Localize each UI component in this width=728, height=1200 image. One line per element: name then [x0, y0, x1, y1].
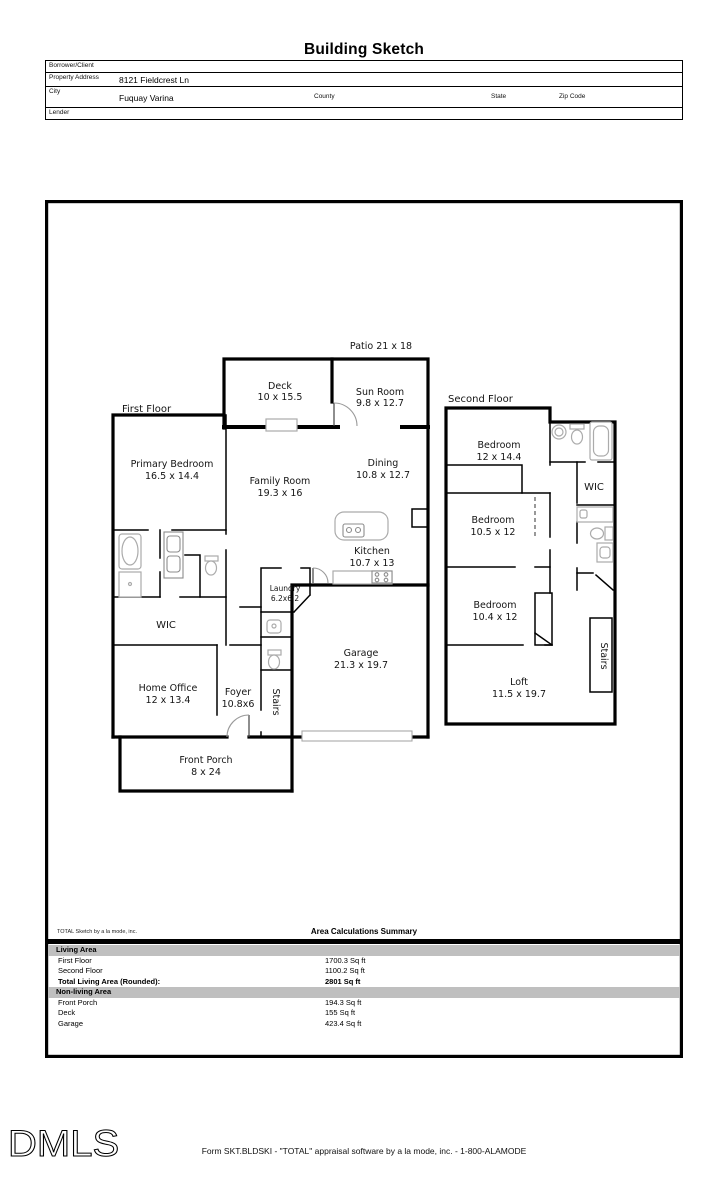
dmls-logo: DMLS [7, 1123, 120, 1165]
first-floor-label: First Floor [122, 404, 172, 415]
powder-toilet-icon [267, 649, 282, 656]
second-floor-walls [444, 406, 617, 726]
page-title: Building Sketch [303, 41, 425, 58]
nonliving-area-header: Non-living Area [48, 987, 680, 998]
first-floor-doors [226, 402, 358, 738]
deck-dims: 10 x 15.5 [258, 392, 303, 403]
summary-row-second-floor: Second Floor 1100.2 Sq ft [48, 966, 680, 977]
family-room-name: Family Room [250, 476, 311, 487]
bedroom-upper-name: Bedroom [478, 440, 521, 451]
family-room-dims: 19.3 x 16 [258, 488, 303, 499]
property-address-value: 8121 Fieldcrest Ln [119, 75, 189, 85]
kitchen-name: Kitchen [354, 546, 390, 557]
wic-first-label: WIC [156, 620, 176, 631]
row-label: Total Living Area (Rounded): [58, 976, 161, 986]
county-label: County [314, 93, 335, 100]
stairs-second-label: Stairs [598, 642, 609, 669]
primary-bedroom-dims: 16.5 x 14.4 [145, 471, 199, 482]
lender-label: Lender [49, 109, 70, 116]
summary-row-total-living: Total Living Area (Rounded): 2801 Sq ft [48, 977, 680, 988]
property-info-table: Borrower/Client Property Address 8121 Fi… [45, 60, 683, 120]
sun-room-dims: 9.8 x 12.7 [356, 398, 404, 409]
wic-second-label: WIC [584, 482, 604, 493]
row-value: 423.4 Sq ft [325, 1018, 362, 1028]
row-value: 155 Sq ft [325, 1008, 356, 1017]
row-value: 1700.3 Sq ft [325, 955, 366, 965]
upper-toilet-icon [569, 423, 585, 430]
laundry-name: Laundry [270, 584, 301, 593]
primary-bedroom-name: Primary Bedroom [131, 459, 214, 470]
dining-dims: 10.8 x 12.7 [356, 470, 410, 481]
summary-row-front-porch: Front Porch 194.3 Sq ft [48, 998, 680, 1009]
row-label: Front Porch [58, 997, 98, 1007]
toilet-icon [204, 555, 219, 562]
city-value: Fuquay Varina [119, 93, 174, 103]
row-property-address: Property Address 8121 Fieldcrest Ln [46, 72, 682, 86]
second-floor-fixtures [551, 421, 614, 563]
patio-label: Patio 21 x 18 [350, 341, 412, 352]
sketch-border [45, 200, 683, 1058]
property-address-label: Property Address [49, 74, 99, 81]
row-label: Second Floor [58, 966, 103, 975]
front-porch-dims: 8 x 24 [191, 767, 221, 778]
sun-room-name: Sun Room [356, 387, 404, 398]
stairs-outline [589, 617, 613, 693]
row-label: Garage [58, 1018, 84, 1028]
zip-label: Zip Code [559, 93, 586, 100]
first-floor-walls [111, 357, 430, 793]
borrower-label: Borrower/Client [49, 62, 94, 69]
loft-dims: 11.5 x 19.7 [492, 689, 546, 700]
summary-row-deck: Deck 155 Sq ft [48, 1008, 680, 1019]
foyer-name: Foyer [225, 687, 251, 698]
home-office-name: Home Office [139, 683, 198, 694]
area-calculations-summary: Living Area First Floor 1700.3 Sq ft Sec… [48, 945, 680, 1029]
floor-plan-svg: Patio 21 x 18 First Floor Second Floor D… [45, 200, 683, 1058]
living-area-header: Living Area [48, 945, 680, 956]
kitchen-dims: 10.7 x 13 [350, 558, 395, 569]
row-value: 2801 Sq ft [325, 976, 361, 986]
row-city-county-state-zip: City Fuquay Varina County State Zip Code [46, 86, 682, 107]
row-borrower: Borrower/Client [46, 61, 682, 72]
summary-divider [45, 939, 683, 944]
floor-plan-labels: Patio 21 x 18 First Floor Second Floor D… [122, 341, 609, 778]
hall-toilet-icon [604, 526, 614, 541]
dining-name: Dining [368, 458, 399, 469]
bedroom-lower-dims: 10.4 x 12 [473, 612, 518, 623]
row-lender: Lender [46, 107, 682, 119]
bedroom-upper-dims: 12 x 14.4 [477, 452, 522, 463]
home-office-dims: 12 x 13.4 [146, 695, 191, 706]
row-value: 1100.2 Sq ft [325, 966, 365, 975]
bedroom-mid-name: Bedroom [472, 515, 515, 526]
bedroom-lower-name: Bedroom [474, 600, 517, 611]
sketch-attribution: TOTAL Sketch by a la mode, inc. [57, 929, 137, 935]
fireplace-icon [265, 418, 298, 432]
first-floor-fixtures [118, 418, 413, 742]
deck-name: Deck [268, 381, 292, 392]
summary-title: Area Calculations Summary [310, 927, 418, 936]
row-label: Deck [58, 1008, 76, 1017]
garage-door-icon [301, 730, 413, 742]
state-label: State [491, 93, 507, 100]
row-value: 194.3 Sq ft [325, 997, 362, 1007]
city-label: City [49, 88, 61, 95]
loft-name: Loft [510, 677, 528, 688]
stairs-first-label: Stairs [270, 688, 281, 715]
row-label: First Floor [58, 955, 92, 965]
foyer-dims: 10.8x6 [222, 699, 255, 710]
summary-row-garage: Garage 423.4 Sq ft [48, 1019, 680, 1030]
garage-name: Garage [344, 648, 379, 659]
summary-row-first-floor: First Floor 1700.3 Sq ft [48, 956, 680, 967]
bedroom-mid-dims: 10.5 x 12 [471, 527, 516, 538]
second-floor-label: Second Floor [448, 394, 514, 405]
garage-dims: 21.3 x 19.7 [334, 660, 388, 671]
front-porch-name: Front Porch [179, 755, 232, 766]
form-footer-line: Form SKT.BLDSKI - "TOTAL" appraisal soft… [201, 1146, 527, 1156]
laundry-dims: 6.2x6.2 [271, 594, 300, 603]
